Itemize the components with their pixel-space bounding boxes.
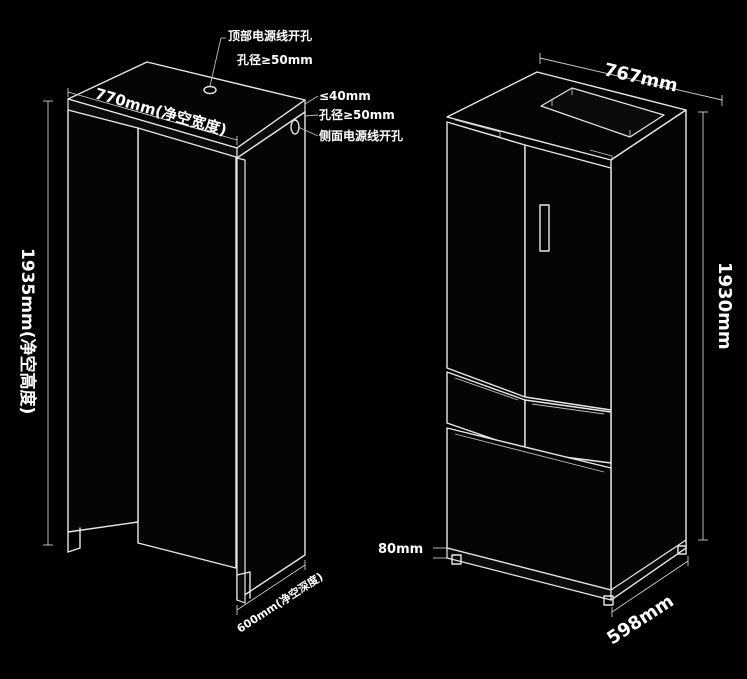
cabinet-back-wall — [137, 127, 237, 569]
fridge-foot-right — [603, 595, 614, 606]
cabinet-right-panel — [236, 111, 306, 601]
fridge-depth-label: 598mm — [603, 591, 677, 650]
fridge-top-unit — [540, 87, 665, 138]
fridge-upper-left-door — [446, 121, 526, 398]
cabinet-niche — [43, 37, 319, 615]
top-hole-label: 顶部电源线开孔 — [228, 28, 312, 43]
top-hole-size: 孔径≥50mm — [237, 52, 313, 67]
top-power-hole — [203, 85, 217, 95]
fridge-middle-right-drawer — [524, 399, 612, 464]
fridge-foot-back — [677, 545, 687, 555]
fridge-foot-left — [451, 554, 462, 565]
cabinet-left-panel — [67, 109, 139, 533]
side-gap-label: ≤40mm — [319, 89, 371, 103]
side-hole-size: 孔径≥50mm — [319, 107, 395, 122]
fridge-upper-right-door — [524, 144, 612, 411]
fridge-base-height-label: 80mm — [378, 542, 423, 557]
net-height-label: 1935mm(净空高度) — [17, 248, 38, 414]
fridge-height-label: 1930mm — [714, 262, 735, 350]
fridge-display-panel — [539, 204, 550, 252]
fridge-side-face — [610, 109, 687, 601]
cabinet-right-panel-front — [236, 157, 246, 604]
side-hole-label: 侧面电源线开孔 — [319, 128, 403, 143]
refrigerator — [433, 53, 723, 617]
